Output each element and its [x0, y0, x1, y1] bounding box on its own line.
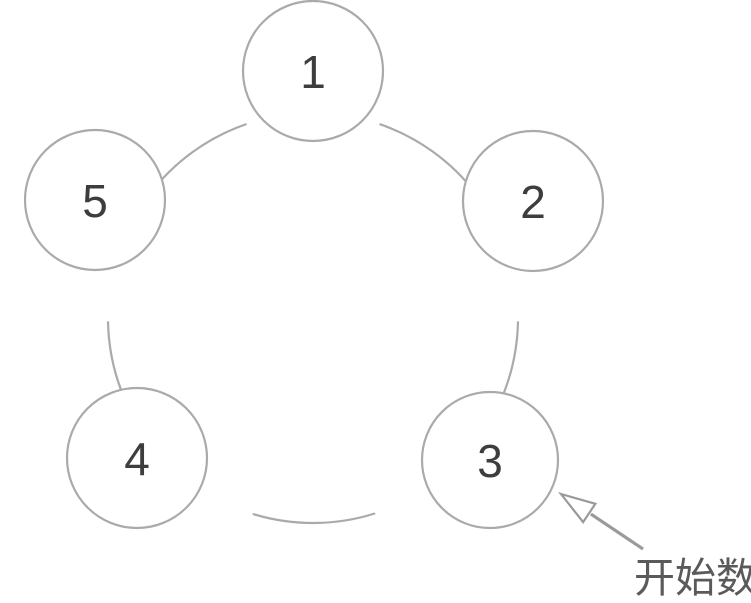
- node-circle-5[interactable]: [23, 128, 167, 272]
- node-label-5: 5: [82, 175, 108, 227]
- node-group: 1 2 3 4 5: [23, 0, 605, 530]
- node-3[interactable]: 3: [420, 390, 560, 530]
- arrow-shaft: [590, 512, 644, 551]
- node-circle-2[interactable]: [461, 129, 605, 273]
- node-5[interactable]: 5: [23, 128, 167, 272]
- connector-arc-1-2: [379, 123, 478, 196]
- node-label-1: 1: [300, 46, 326, 98]
- node-circle-3[interactable]: [420, 390, 560, 530]
- start-pointer-annotation: 开始数: [558, 492, 751, 602]
- node-circle-4[interactable]: [65, 386, 209, 530]
- node-circle-1[interactable]: [241, 0, 385, 143]
- node-4[interactable]: 4: [65, 386, 209, 530]
- node-1[interactable]: 1: [241, 0, 385, 143]
- node-label-4: 4: [124, 433, 150, 485]
- arrowhead-icon: [558, 492, 598, 524]
- node-label-2: 2: [520, 176, 546, 228]
- node-2[interactable]: 2: [461, 129, 605, 273]
- connector-arc-3-4: [252, 512, 376, 525]
- node-label-3: 3: [477, 435, 503, 487]
- annotation-label: 开始数: [634, 554, 751, 602]
